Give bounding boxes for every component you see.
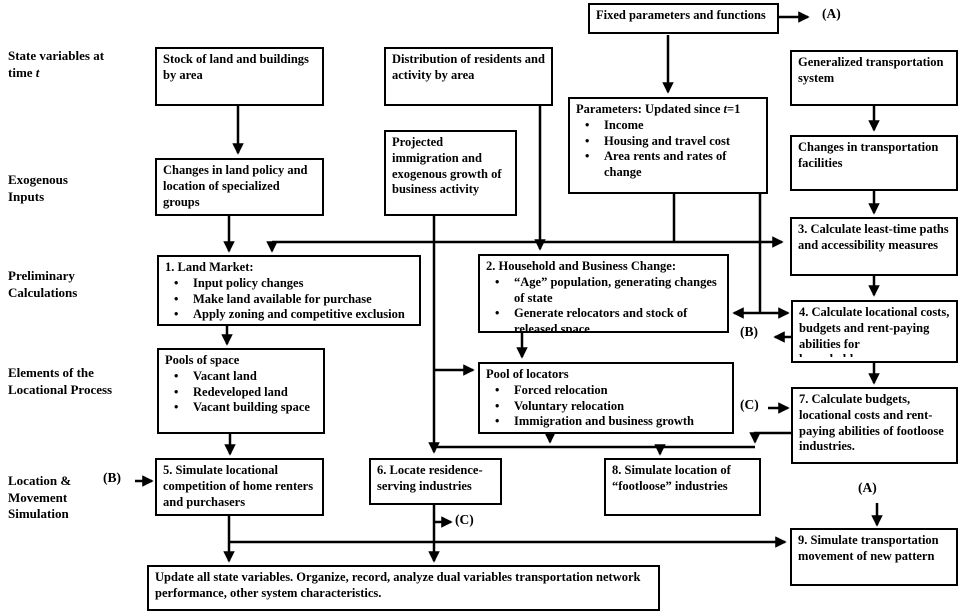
box-5-simulate-locational-competition: 5. Simulate locational competition of ho… [155,458,324,516]
box-2-household-business-change: 2. Household and Business Change: “Age” … [478,254,729,333]
box-4-text: 4. Calculate locational costs, budgets a… [799,305,950,351]
pools-of-space-items: Vacant landRedeveloped landVacant buildi… [165,369,317,416]
box-generalized-transportation: Generalized transportation system [790,50,958,106]
connector-b-out: (B) [740,324,758,339]
box-7-calculate-budgets: 7. Calculate budgets, locational costs a… [791,387,958,464]
box-distribution-residents: Distribution of residents and activity b… [384,47,553,106]
pool-of-locators-title: Pool of locators [486,367,569,381]
bullet-item: Voluntary relocation [486,399,726,415]
connector-c-out: (C) [455,512,474,527]
pool-of-locators-items: Forced relocationVoluntary relocationImm… [486,383,726,430]
bullet-item: Input policy changes [165,276,413,292]
box-projected-immigration: Projected immigration and exogenous grow… [384,130,517,216]
row-label-state-variables: State variables at time t [8,48,126,81]
bullet-item: “Age” population, generating changes of … [486,275,721,307]
box-2-title: 2. Household and Business Change: [486,259,676,273]
box-fixed-parameters: Fixed parameters and functions [588,3,779,34]
row-label-location-movement-simulation: Location & Movement Simulation [8,473,72,522]
box-1-land-market: 1. Land Market: Input policy changesMake… [157,255,421,326]
box-8-simulate-footloose-location: 8. Simulate location of “footloose” indu… [604,458,761,516]
bullet-item: Make land available for purchase [165,292,413,308]
box-pools-of-space: Pools of space Vacant landRedeveloped la… [157,348,325,434]
box-update-state-variables: Update all state variables. Organize, re… [147,565,660,611]
bullet-item: Vacant building space [165,400,317,416]
bullet-item: Immigration and business growth [486,414,726,430]
box-2-items: “Age” population, generating changes of … [486,275,721,331]
pools-of-space-title: Pools of space [165,353,240,367]
box-3-calculate-least-time-paths: 3. Calculate least-time paths and access… [790,217,958,276]
box-changes-land-policy: Changes in land policy and location of s… [155,158,324,216]
bullet-item: Forced relocation [486,383,726,399]
connector-b-in: (B) [103,470,121,485]
bullet-item: Redeveloped land [165,385,317,401]
box-1-items: Input policy changesMake land available … [165,276,413,323]
box-9-simulate-transportation-movement: 9. Simulate transportation movement of n… [790,528,958,586]
box-parameters-items: IncomeHousing and travel costArea rents … [576,118,760,181]
box-pool-of-locators: Pool of locators Forced relocationVolunt… [478,362,734,434]
connector-a-out: (A) [822,6,841,21]
bullet-item: Income [576,118,760,134]
connector-c-in: (C) [740,397,759,412]
row-label-elements-locational-process: Elements of the Locational Process [8,365,113,397]
bullet-item: Area rents and rates of change [576,149,760,181]
box-4-clipped-text: households [799,352,950,357]
box-stock-of-land: Stock of land and buildings by area [155,47,324,106]
connector-a-in: (A) [858,480,877,495]
box-4-calculate-locational-costs: 4. Calculate locational costs, budgets a… [791,300,958,363]
bullet-item: Generate relocators and stock of release… [486,306,721,331]
row-label-state-t: t [35,64,40,80]
row-label-state-text: State variables at time [8,48,105,80]
box-1-title: 1. Land Market: [165,260,254,274]
box-changes-transportation-facilities: Changes in transportation facilities [790,135,958,191]
row-label-preliminary-calculations: Preliminary Calculations [8,268,78,300]
bullet-item: Apply zoning and competitive exclusion [165,307,413,323]
box-parameters-title: Parameters: Updated since t=1 [576,102,741,116]
box-parameters-updated: Parameters: Updated since t=1 IncomeHous… [568,97,768,194]
row-label-exogenous-inputs: Exogenous Inputs [8,172,68,204]
bullet-item: Housing and travel cost [576,134,760,150]
bullet-item: Vacant land [165,369,317,385]
box-6-locate-residence-serving: 6. Locate residence-serving industries [369,458,502,505]
